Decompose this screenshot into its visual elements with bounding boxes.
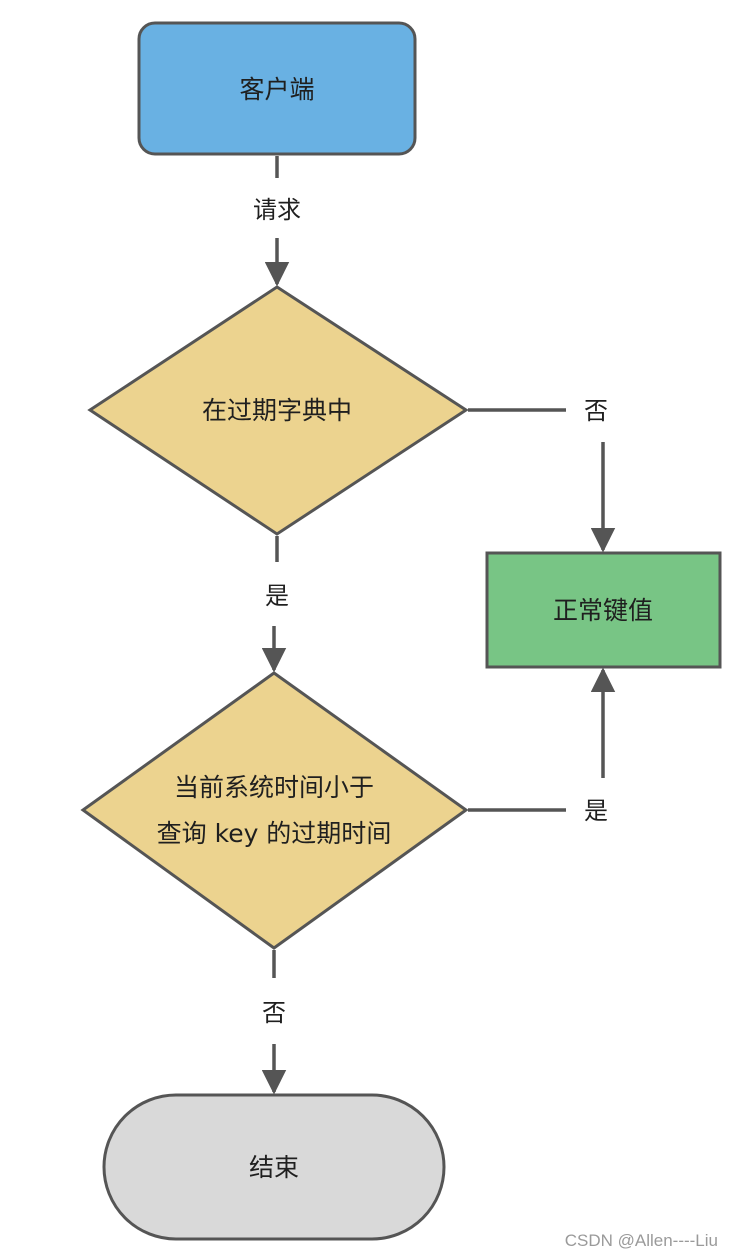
in-expire-dict-decision (87, 285, 469, 536)
client-node (137, 21, 417, 156)
normal-key-node (485, 551, 722, 669)
time-check-label-line2: 查询 key 的过期时间 (157, 819, 392, 848)
end-node-label: 结束 (249, 1153, 299, 1182)
time-check-decision (80, 671, 469, 950)
normal-key-label: 正常键值 (553, 596, 653, 625)
watermark: CSDN @Allen----Liu (564, 1231, 718, 1250)
edge-label-time-yes: 是 (584, 797, 608, 825)
edge-label-dict-yes: 是 (265, 582, 289, 610)
edge-label-time-no: 否 (262, 999, 286, 1027)
edge-label-dict-no: 否 (584, 397, 608, 425)
client-node-label: 客户端 (239, 75, 314, 104)
edge-label-request: 请求 (253, 196, 301, 224)
in-expire-dict-label: 在过期字典中 (202, 396, 352, 425)
end-node (102, 1093, 446, 1241)
time-check-label-line1: 当前系统时间小于 (174, 773, 374, 802)
